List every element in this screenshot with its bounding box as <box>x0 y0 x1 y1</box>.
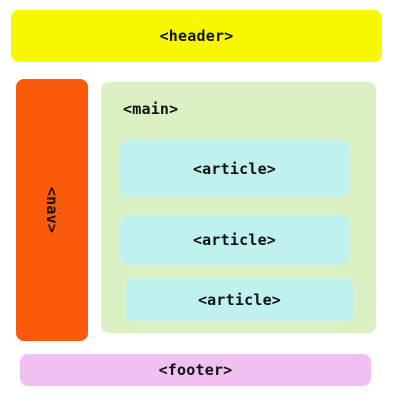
main-label: <main> <box>123 100 179 118</box>
article-box: <article> <box>120 140 349 197</box>
header-box: <header> <box>11 10 382 62</box>
footer-box: <footer> <box>20 354 371 386</box>
article-label: <article> <box>192 231 277 249</box>
article-box: <article> <box>126 278 353 321</box>
article-label: <article> <box>197 290 282 309</box>
nav-box: <nav> <box>16 79 88 341</box>
header-label: <header> <box>159 27 234 45</box>
article-label: <article> <box>192 159 277 178</box>
article-box: <article> <box>120 215 349 265</box>
nav-label: <nav> <box>43 186 61 234</box>
footer-label: <footer> <box>158 361 233 379</box>
